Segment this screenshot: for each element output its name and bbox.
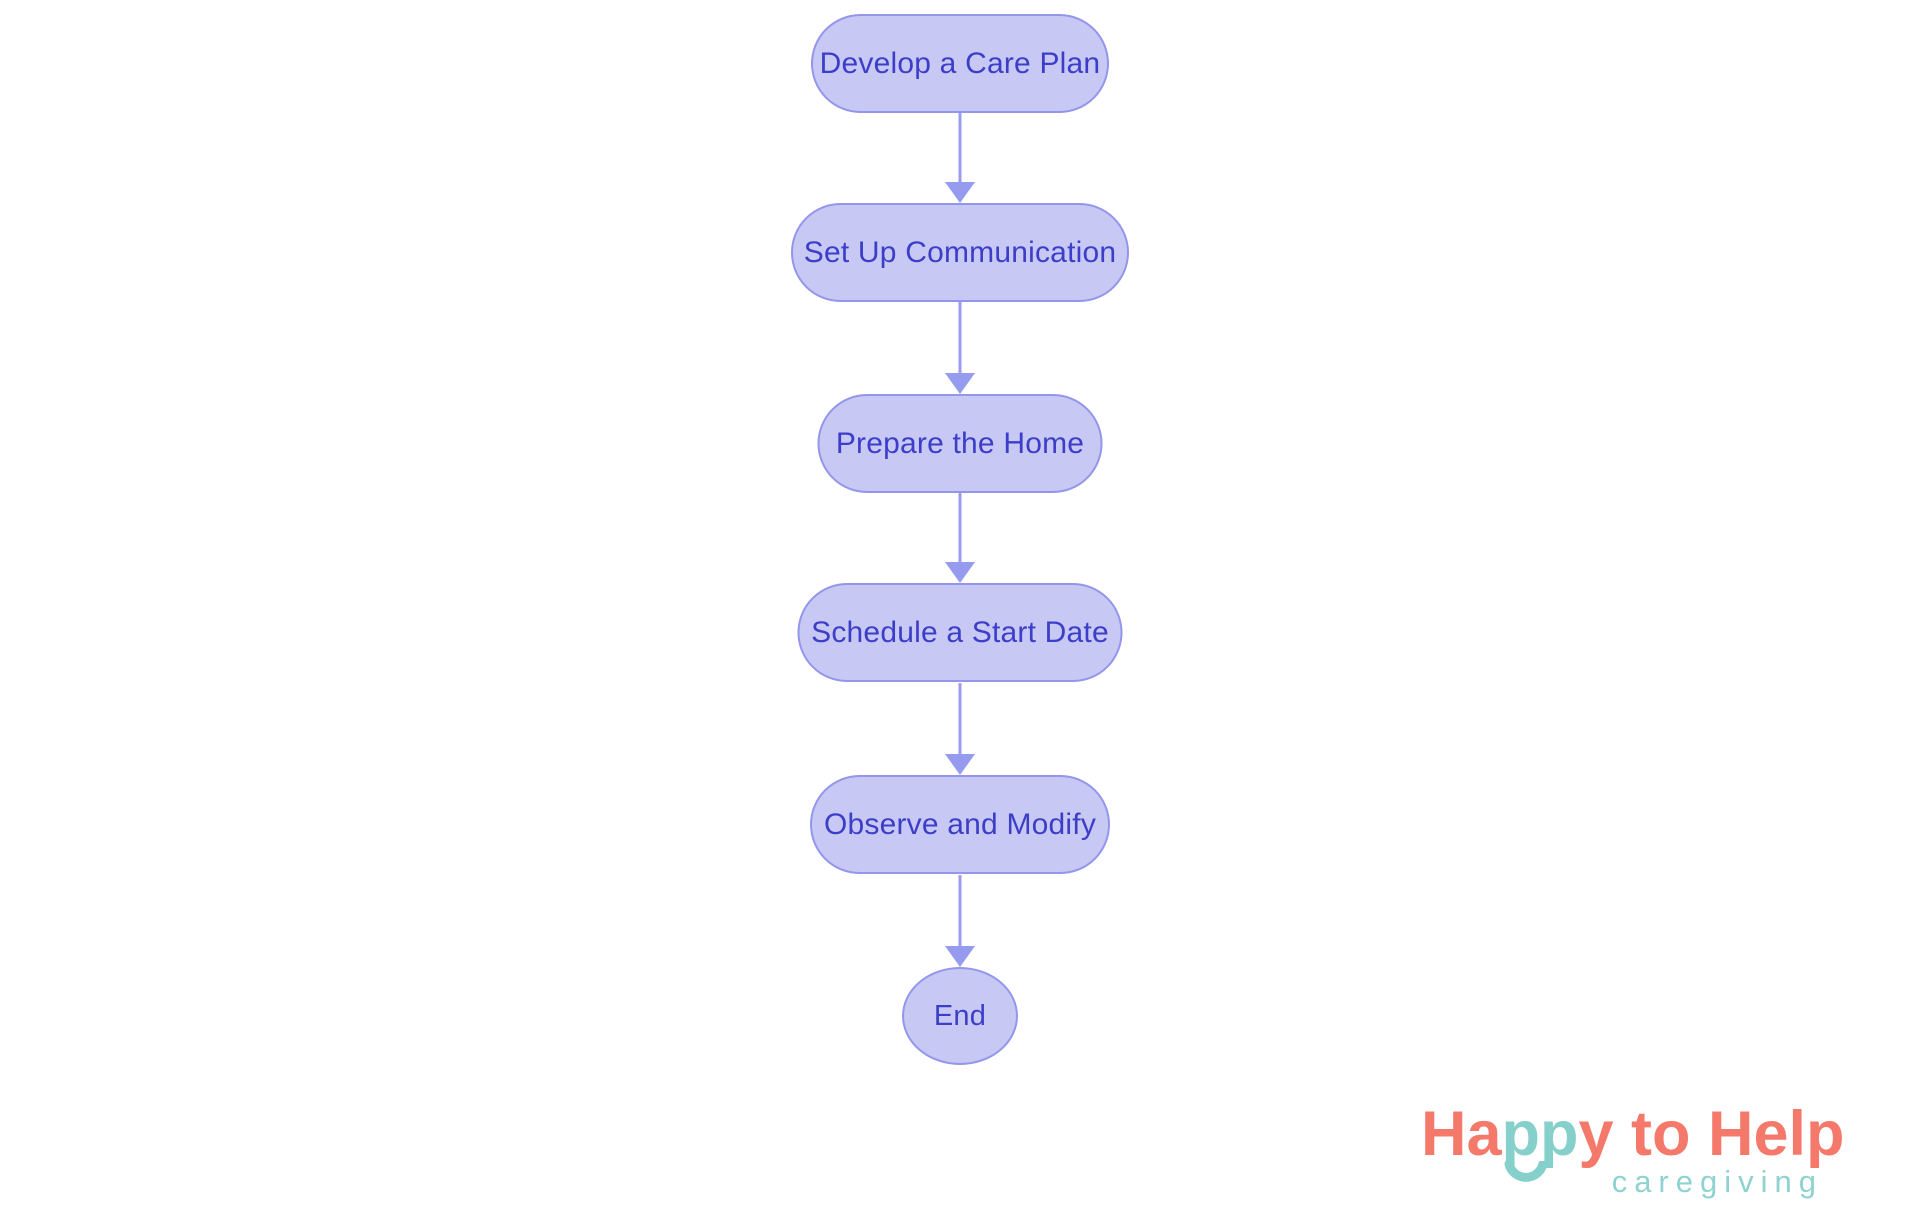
- flow-node-label: Prepare the Home: [835, 426, 1085, 460]
- flow-node-label: End: [933, 999, 987, 1032]
- arrowhead-down-icon: [945, 373, 975, 394]
- smile-icon: [1504, 1161, 1548, 1182]
- flow-node-observe-modify: Observe and Modify: [810, 775, 1110, 874]
- arrow-shaft: [958, 302, 962, 377]
- arrow-shaft: [958, 113, 962, 186]
- flow-node-label: Schedule a Start Date: [811, 615, 1109, 649]
- flow-node-develop-care-plan: Develop a Care Plan: [811, 14, 1109, 113]
- logo-subtitle: caregiving: [1611, 1164, 1823, 1199]
- flow-node-end: End: [902, 967, 1018, 1065]
- logo-text-coral: Ha: [1421, 1099, 1502, 1169]
- flow-node-label: Observe and Modify: [823, 807, 1097, 841]
- arrow-shaft: [958, 875, 962, 950]
- arrow-develop-to-communication: [944, 113, 976, 203]
- flow-node-schedule-start-date: Schedule a Start Date: [797, 583, 1123, 682]
- flow-node-set-up-communication: Set Up Communication: [791, 203, 1129, 302]
- arrowhead-down-icon: [945, 182, 975, 203]
- brand-logo: Happ y to Help: [1421, 1103, 1845, 1182]
- arrow-schedule-to-observe: [944, 683, 976, 775]
- arrowhead-down-icon: [945, 562, 975, 583]
- flow-node-prepare-home: Prepare the Home: [817, 394, 1103, 493]
- flow-node-label: Set Up Communication: [803, 235, 1117, 269]
- arrowhead-down-icon: [945, 754, 975, 775]
- arrow-observe-to-end: [944, 875, 976, 967]
- logo-text-coral: y to Help: [1578, 1099, 1845, 1169]
- arrow-shaft: [958, 683, 962, 758]
- flow-node-label: Develop a Care Plan: [819, 46, 1101, 80]
- arrowhead-down-icon: [945, 946, 975, 967]
- logo-text-teal: pp: [1502, 1103, 1579, 1182]
- arrow-communication-to-prepare: [944, 302, 976, 394]
- arrow-shaft: [958, 492, 962, 566]
- arrow-prepare-to-schedule: [944, 492, 976, 583]
